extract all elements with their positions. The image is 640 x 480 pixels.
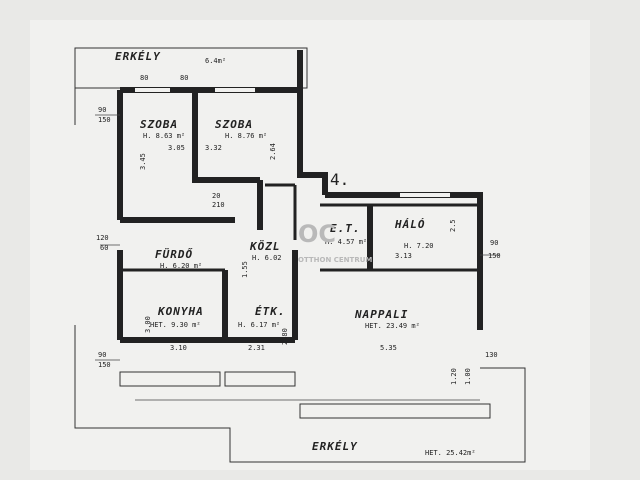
room-area-etk: H. 6.17 m² xyxy=(238,321,280,329)
room-label-kozl: KÖZL xyxy=(249,239,281,253)
room-area-szoba-1: H. 8.63 m² xyxy=(143,132,185,140)
watermark-text: OTTHON CENTRUM xyxy=(298,256,372,264)
balcony-top-label: ERKÉLY xyxy=(115,50,161,63)
dim-150-a: 150 xyxy=(98,116,111,124)
dim-nappali-width: 5.35 xyxy=(380,344,397,352)
balcony-top-area: 6.4m² xyxy=(205,57,226,65)
room-area-nappali: HET. 23.49 m² xyxy=(365,322,420,330)
room-area-szoba-2: H. 8.76 m² xyxy=(225,132,267,140)
dim-80-b: 80 xyxy=(180,74,188,82)
sheet-number: 4. xyxy=(330,170,349,189)
dim-halo-height: 2.5 xyxy=(449,219,457,232)
inner-walls xyxy=(120,183,480,272)
outer-walls xyxy=(117,50,483,343)
dim-halo-width: 3.13 xyxy=(395,252,412,260)
dim-90-a: 90 xyxy=(98,106,106,114)
room-label-nappali: NAPPALI xyxy=(354,308,408,321)
dim-konyha-width: 3.10 xyxy=(170,344,187,352)
dim-szoba1-width: 3.05 xyxy=(168,144,185,152)
dim-1-00: 1.00 xyxy=(464,368,472,385)
dim-20-a: 20 xyxy=(212,192,220,200)
dim-150-c: 150 xyxy=(98,361,111,369)
dim-szoba1-height: 3.45 xyxy=(139,153,147,170)
windows xyxy=(135,88,450,197)
room-area-furdo: H. 6.20 m² xyxy=(160,262,202,270)
dim-130: 130 xyxy=(485,351,498,359)
dim-szoba2-height: 2.64 xyxy=(269,143,277,160)
watermark-initials: OC xyxy=(298,220,336,248)
dim-90-b: 90 xyxy=(490,239,498,247)
room-label-szoba-1: SZOBA xyxy=(140,118,178,131)
dim-etk-width: 2.31 xyxy=(248,344,265,352)
room-area-halo: H. 7.20 xyxy=(404,242,434,250)
dim-kozl-height: 1.55 xyxy=(241,261,249,278)
dim-120-a: 120 xyxy=(96,234,109,242)
dim-60-a: 60 xyxy=(100,244,108,252)
dim-210-a: 210 xyxy=(212,201,225,209)
room-area-kozl: H. 6.02 xyxy=(252,254,282,262)
room-label-furdo: FÜRDŐ xyxy=(155,247,193,261)
dim-90-c: 90 xyxy=(98,351,106,359)
dim-1-20: 1.20 xyxy=(450,368,458,385)
room-area-konyha: HET. 9.30 m² xyxy=(150,321,201,329)
room-area-et: H. 4.57 m² xyxy=(325,238,367,246)
dim-konyha-height: 3.00 xyxy=(144,316,152,333)
dim-etk-height: 2.80 xyxy=(281,328,289,345)
balcony-bottom-area: HET. 25.42m² xyxy=(425,449,476,457)
dim-80-a: 80 xyxy=(140,74,148,82)
room-label-et: E.T. xyxy=(330,222,361,235)
room-label-halo: HÁLÓ xyxy=(394,218,426,231)
dimension-lines xyxy=(95,114,500,401)
dim-150-b: 150 xyxy=(488,252,501,260)
room-label-konyha: KONYHA xyxy=(157,305,204,318)
balcony-bottom-label: ERKÉLY xyxy=(312,440,358,453)
bottom-balcony xyxy=(74,325,526,463)
room-label-szoba-2: SZOBA xyxy=(215,118,253,131)
dim-szoba2-width: 3.32 xyxy=(205,144,222,152)
paper-inner xyxy=(30,20,590,470)
room-label-etk: ÉTK. xyxy=(255,305,286,318)
